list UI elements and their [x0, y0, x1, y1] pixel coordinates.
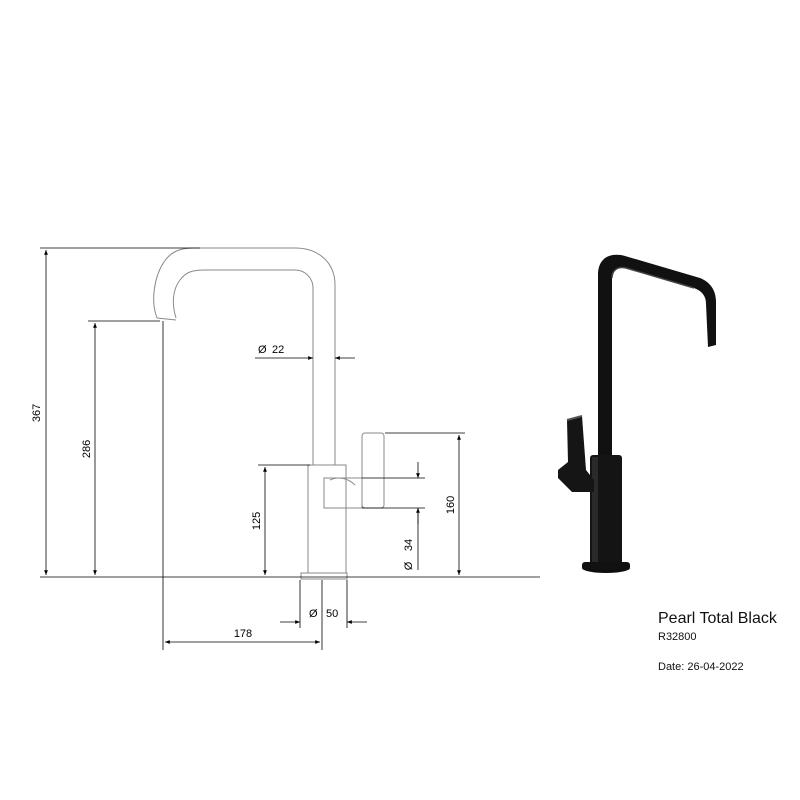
- dim-total-height-label: 367: [31, 404, 43, 422]
- spout-tip: [156, 317, 177, 321]
- drawing-date: Date: 26-04-2022: [658, 661, 744, 673]
- render-lever: [558, 416, 594, 492]
- dim-base-diameter-symbol: Ø: [309, 608, 318, 620]
- spout-outer-edge: [153, 247, 336, 465]
- lever-hub: [323, 477, 363, 509]
- dim-spout-height-label: 286: [81, 440, 93, 458]
- render-spout: [598, 254, 716, 460]
- product-code: R32800: [658, 631, 697, 643]
- dimension-lines: [40, 247, 540, 650]
- faucet-outline: [153, 247, 385, 580]
- spout-inner-edge: [172, 269, 314, 465]
- lever-cone: [329, 477, 356, 486]
- dim-pipe-diameter-label: 22: [272, 344, 284, 356]
- lever-handle: [361, 432, 385, 509]
- dim-pipe-diameter-symbol: Ø: [258, 344, 267, 356]
- faucet-render: [558, 254, 716, 573]
- dim-reach-label: 178: [234, 628, 252, 640]
- base-outline: [300, 572, 348, 580]
- dim-lever-diameter-symbol: Ø: [403, 561, 415, 570]
- dim-body-height-label: 125: [251, 512, 263, 530]
- product-name: Pearl Total Black: [658, 610, 777, 627]
- dim-lever-diameter-label: 34: [403, 539, 415, 551]
- dim-lever-height-label: 160: [445, 496, 457, 514]
- body-outline: [307, 464, 347, 574]
- dim-base-diameter-label: 50: [326, 608, 338, 620]
